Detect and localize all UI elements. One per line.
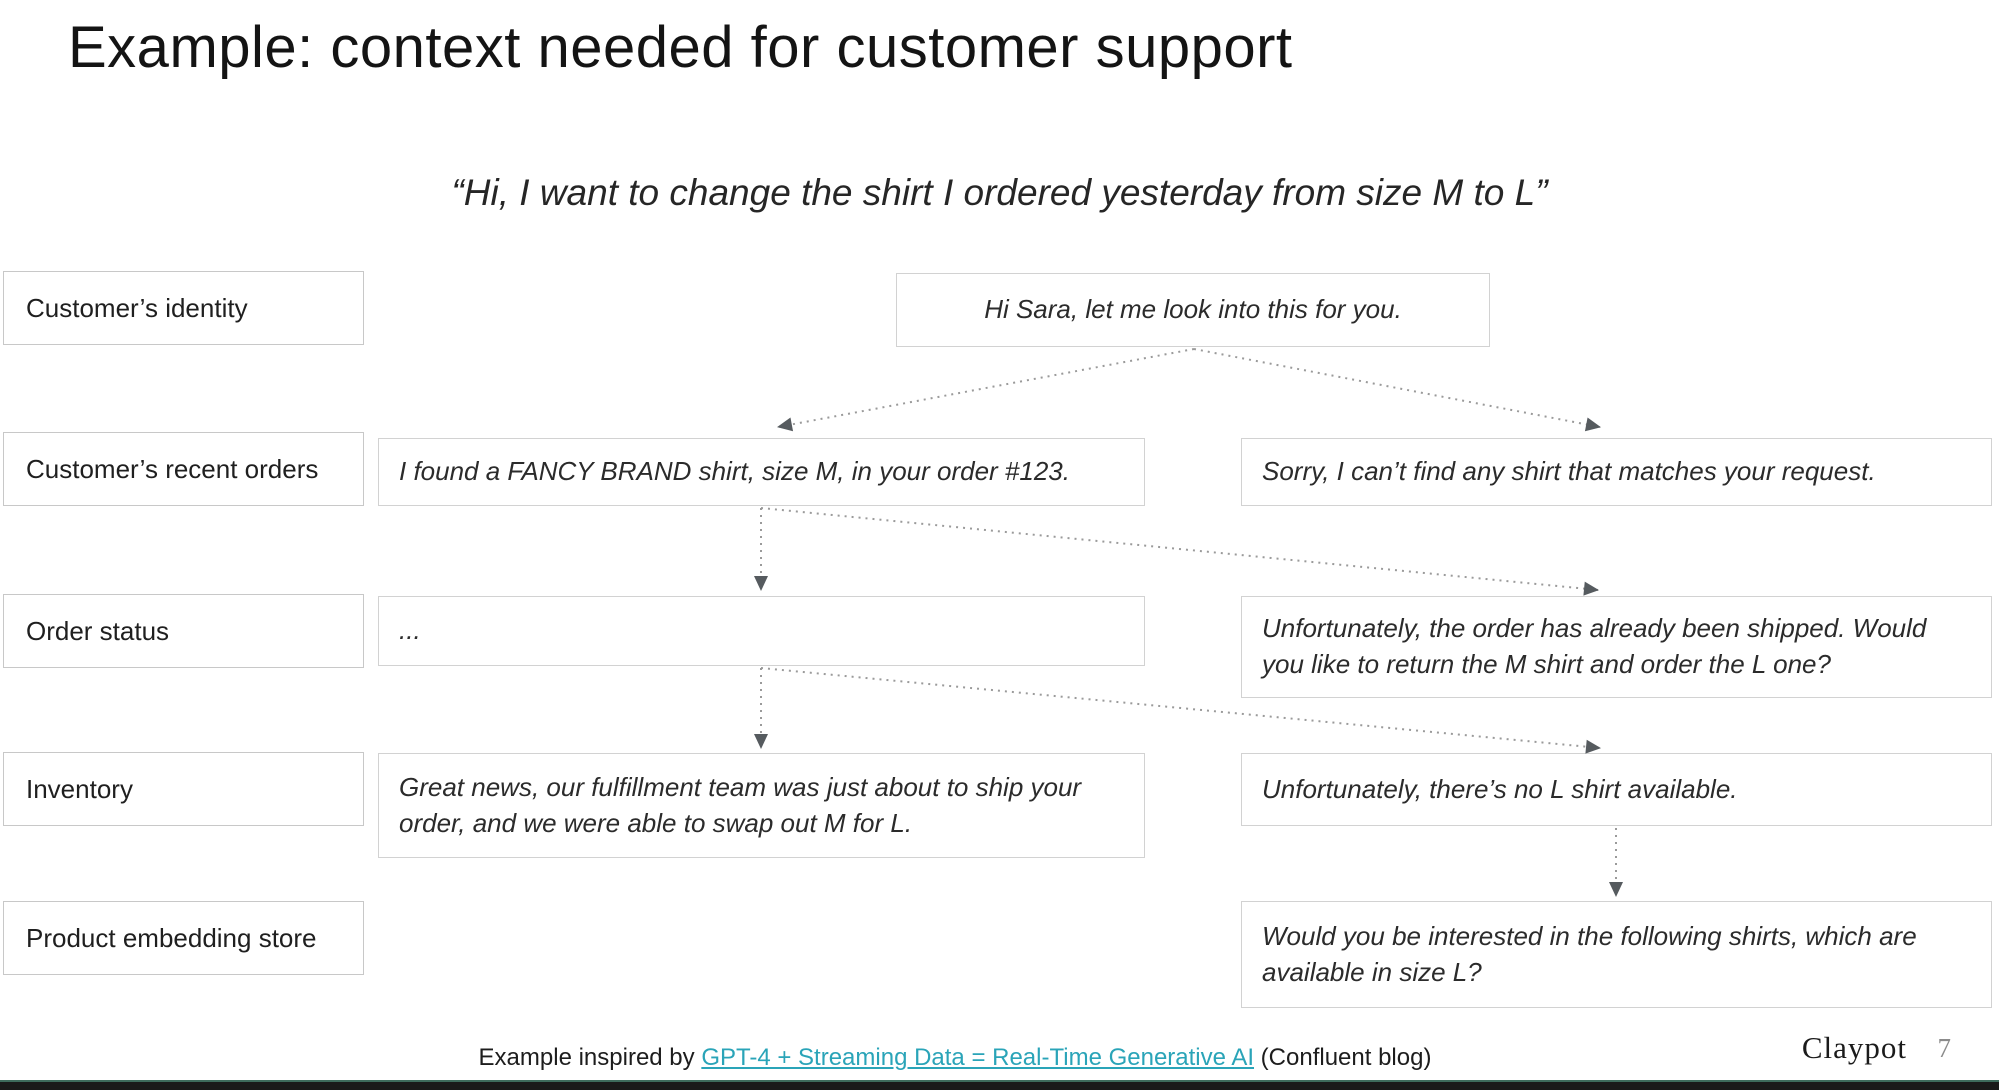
- message-order-status-placeholder: ...: [378, 596, 1145, 666]
- message-no-l-shirt: Unfortunately, there’s no L shirt availa…: [1241, 753, 1992, 826]
- message-text: Sorry, I can’t find any shirt that match…: [1262, 456, 1876, 487]
- context-label-text: Inventory: [26, 773, 133, 804]
- customer-quote: “Hi, I want to change the shirt I ordere…: [451, 172, 1548, 213]
- context-label-text: Customer’s identity: [26, 292, 248, 323]
- arrow-root-to-not-found: [1193, 348, 1601, 432]
- footer-attribution: Example inspired by GPT-4 + Streaming Da…: [0, 1044, 1910, 1072]
- page-number: 7: [1937, 1033, 1952, 1063]
- context-label-customer-identity: Customer’s identity: [3, 271, 364, 345]
- footer-suffix: (Confluent blog): [1254, 1044, 1432, 1071]
- message-text: Unfortunately, there’s no L shirt availa…: [1262, 773, 1738, 804]
- context-label-recent-orders: Customer’s recent orders: [3, 432, 364, 506]
- arrow-root-to-found: [777, 348, 1195, 432]
- message-text: Unfortunately, the order has already bee…: [1262, 613, 1927, 679]
- message-text: Great news, our fulfillment team was jus…: [399, 771, 1082, 838]
- message-text: ...: [399, 615, 421, 646]
- footer-blog-link[interactable]: GPT-4 + Streaming Data = Real-Time Gener…: [701, 1044, 1255, 1071]
- context-label-text: Order status: [26, 615, 170, 646]
- footer-prefix: Example inspired by: [478, 1044, 702, 1071]
- message-swap-success: Great news, our fulfillment team was jus…: [378, 753, 1145, 858]
- message-already-shipped: Unfortunately, the order has already bee…: [1241, 596, 1992, 698]
- message-root: Hi Sara, let me look into this for you.: [896, 273, 1490, 347]
- bottom-bar: [0, 1080, 1999, 1090]
- message-text: I found a FANCY BRAND shirt, size M, in …: [399, 456, 1070, 487]
- context-label-product-embedding-store: Product embedding store: [3, 901, 364, 975]
- claypot-logo: Claypot: [1801, 1030, 1907, 1065]
- message-not-found: Sorry, I can’t find any shirt that match…: [1241, 438, 1992, 506]
- message-text: Would you be interested in the following…: [1262, 920, 1917, 987]
- message-found-shirt: I found a FANCY BRAND shirt, size M, in …: [378, 438, 1145, 506]
- arrow-found-to-already-shipped: [760, 507, 1599, 596]
- context-label-text: Customer’s recent orders: [26, 453, 319, 484]
- context-label-order-status: Order status: [3, 594, 364, 668]
- context-label-text: Product embedding store: [26, 922, 317, 953]
- message-text: Hi Sara, let me look into this for you.: [984, 294, 1402, 325]
- context-label-inventory: Inventory: [3, 752, 364, 826]
- message-suggest-shirts: Would you be interested in the following…: [1241, 901, 1992, 1008]
- slide-title: Example: context needed for customer sup…: [68, 15, 1293, 80]
